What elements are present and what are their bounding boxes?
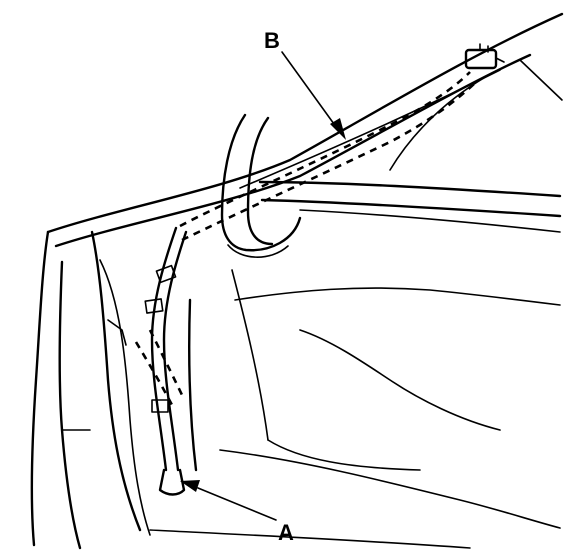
callout-b: B xyxy=(264,28,346,140)
trunk-lid xyxy=(46,12,564,248)
callout-a: A xyxy=(180,480,294,545)
callout-b-arrowhead xyxy=(330,118,346,140)
hidden-harness-routing xyxy=(134,71,477,406)
trunk-side-panel xyxy=(30,230,151,550)
trunk-interior xyxy=(149,269,561,549)
harness-connector xyxy=(464,43,505,70)
callout-a-arrowhead xyxy=(180,480,200,492)
callout-label-b: B xyxy=(264,28,280,53)
wire-harness xyxy=(144,226,188,496)
hinge-arm xyxy=(220,113,302,258)
rear-shelf xyxy=(258,180,562,233)
callout-label-a: A xyxy=(278,520,294,545)
